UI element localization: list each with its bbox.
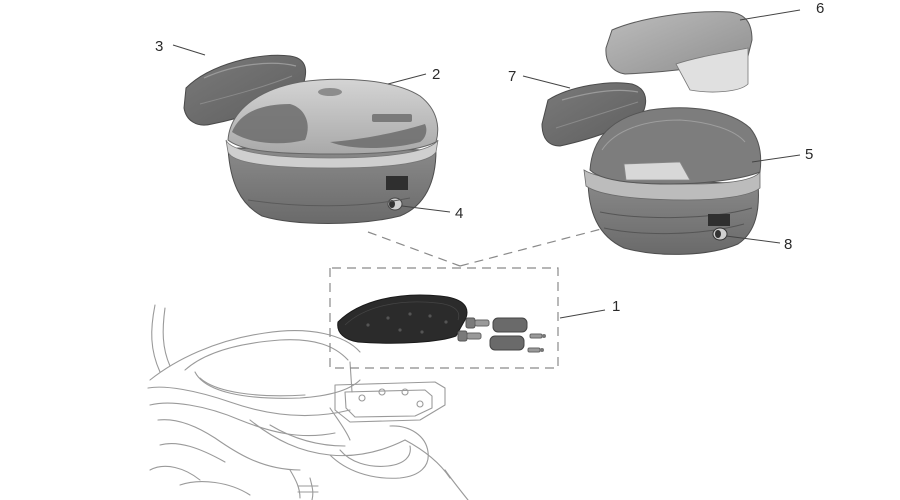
part-2-top-case xyxy=(225,78,439,224)
part-6-lid-cover xyxy=(605,11,753,93)
callout-3: 3 xyxy=(155,38,163,55)
bolt-set xyxy=(457,317,546,353)
callout-6: 6 xyxy=(816,0,824,17)
callout-2: 2 xyxy=(432,66,440,83)
callout-labels: 3 2 4 1 5 6 7 8 xyxy=(155,0,824,315)
leader-lines xyxy=(172,9,801,319)
part-5-top-case-body xyxy=(583,107,762,255)
part-7-backrest-pad xyxy=(541,82,647,147)
assembly-boundary xyxy=(329,227,606,369)
scooter-outline xyxy=(147,304,469,500)
callout-7: 7 xyxy=(508,68,516,85)
callout-5: 5 xyxy=(805,146,813,163)
callout-8: 8 xyxy=(784,236,792,253)
callout-1: 1 xyxy=(612,298,620,315)
callout-4: 4 xyxy=(455,205,463,222)
part-1-mounting-kit xyxy=(337,294,546,353)
